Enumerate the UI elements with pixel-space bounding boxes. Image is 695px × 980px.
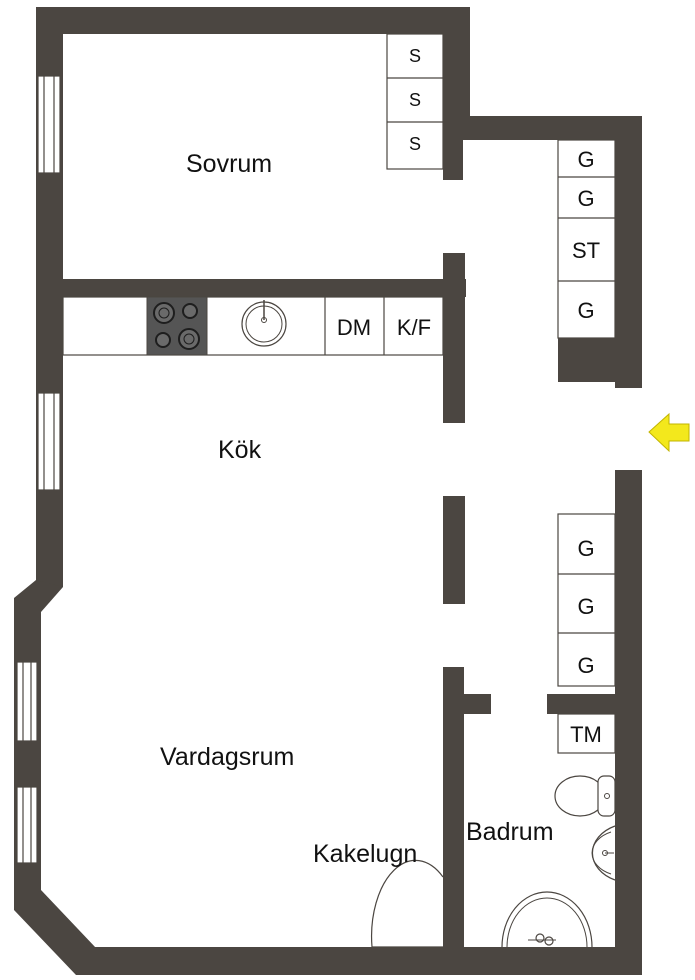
tiled-stove-icon (371, 859, 444, 948)
closet-label: G (577, 536, 594, 561)
toilet-icon (554, 775, 616, 817)
room-label-vardagsrum: Vardagsrum (160, 743, 294, 771)
closet-label: G (577, 653, 594, 678)
shelf-label: S (409, 134, 421, 154)
window-bedroom (37, 75, 61, 174)
hall-closets-lower: G G G (557, 513, 616, 687)
shelf-label: S (409, 90, 421, 110)
window-living-lower (16, 786, 38, 864)
washer-box (557, 713, 616, 754)
hall-closets-upper: G G ST G (557, 139, 616, 339)
bedroom-shelves: S S S (386, 33, 444, 170)
closet-label: G (577, 594, 594, 619)
room-label-badrum: Badrum (466, 818, 554, 846)
dishwasher-label: DM (337, 315, 371, 340)
closet-label: ST (572, 238, 600, 263)
shower-icon (501, 891, 593, 948)
kitchen-counter: DM K/F (62, 296, 444, 356)
room-label-sovrum: Sovrum (186, 150, 272, 178)
entrance-arrow-icon (648, 412, 690, 453)
shelf-label: S (409, 46, 421, 66)
stove-icon (146, 296, 208, 356)
closet-label: G (577, 186, 594, 211)
closet-label: G (577, 147, 594, 172)
window-kitchen (37, 392, 61, 491)
closet-label: G (577, 298, 594, 323)
bathroom-sink-icon (591, 825, 616, 881)
bathroom-fixtures: TM (501, 713, 616, 948)
washer-label: TM (570, 722, 602, 747)
sink-icon (241, 300, 287, 347)
label-kakelugn: Kakelugn (313, 840, 417, 868)
window-living-upper (16, 661, 38, 742)
fridge-freezer-label: K/F (397, 315, 431, 340)
windows (16, 75, 61, 864)
room-label-kok: Kök (218, 436, 262, 464)
